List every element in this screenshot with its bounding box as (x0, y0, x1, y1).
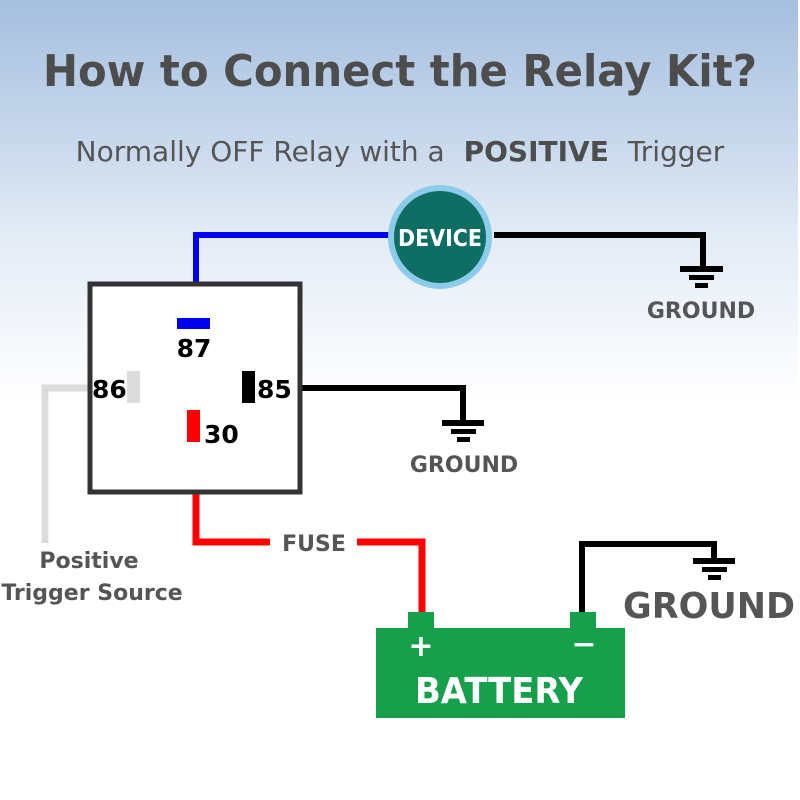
wire-86-trigger (41, 384, 90, 543)
relay-ground-label: GROUND (410, 453, 518, 478)
subtitle-prefix: Normally OFF Relay with a (76, 135, 445, 168)
pin-86-label: 86 (92, 375, 127, 404)
battery-body (376, 628, 625, 718)
pin-30-label: 30 (204, 420, 239, 449)
pin-30-terminal (187, 410, 200, 442)
ground-icon (693, 558, 735, 580)
pin-85-terminal (242, 371, 255, 403)
wire-30-to-fuse (192, 493, 270, 546)
battery-negative-terminal (570, 612, 596, 630)
trigger-source-line1: Positive (39, 549, 138, 574)
battery-negative-symbol: − (571, 627, 596, 662)
pin-87-label: 87 (177, 334, 212, 363)
device-label: DEVICE (398, 226, 482, 252)
page-title: How to Connect the Relay Kit? (43, 46, 757, 97)
battery-ground-label: GROUND (623, 586, 795, 627)
pin-87-terminal (177, 318, 210, 329)
wire-device-to-ground (494, 232, 706, 268)
device-ground-label: GROUND (647, 299, 755, 324)
wire-battery-to-ground (579, 541, 717, 613)
subtitle: Normally OFF Relay with a POSITIVE Trigg… (76, 135, 725, 168)
ground-icon (442, 420, 484, 442)
pin-85-label: 85 (257, 375, 292, 404)
wire-fuse-to-battery (357, 538, 426, 613)
ground-icon (680, 266, 723, 288)
battery: + − BATTERY (376, 612, 625, 718)
trigger-source-line2: Trigger Source (1, 581, 182, 606)
wire-85-to-ground (300, 385, 466, 422)
battery-positive-symbol: + (408, 629, 433, 664)
relay-box (87, 281, 303, 495)
battery-label: BATTERY (415, 671, 584, 712)
subtitle-emphasis: POSITIVE (464, 135, 609, 168)
device-circle (394, 191, 486, 283)
battery-positive-terminal (408, 612, 434, 630)
wire-87-to-device (193, 232, 392, 282)
fuse-label: FUSE (282, 532, 346, 557)
pin-86-terminal (127, 371, 140, 403)
device-node: DEVICE (388, 185, 492, 289)
subtitle-suffix: Trigger (627, 135, 725, 168)
